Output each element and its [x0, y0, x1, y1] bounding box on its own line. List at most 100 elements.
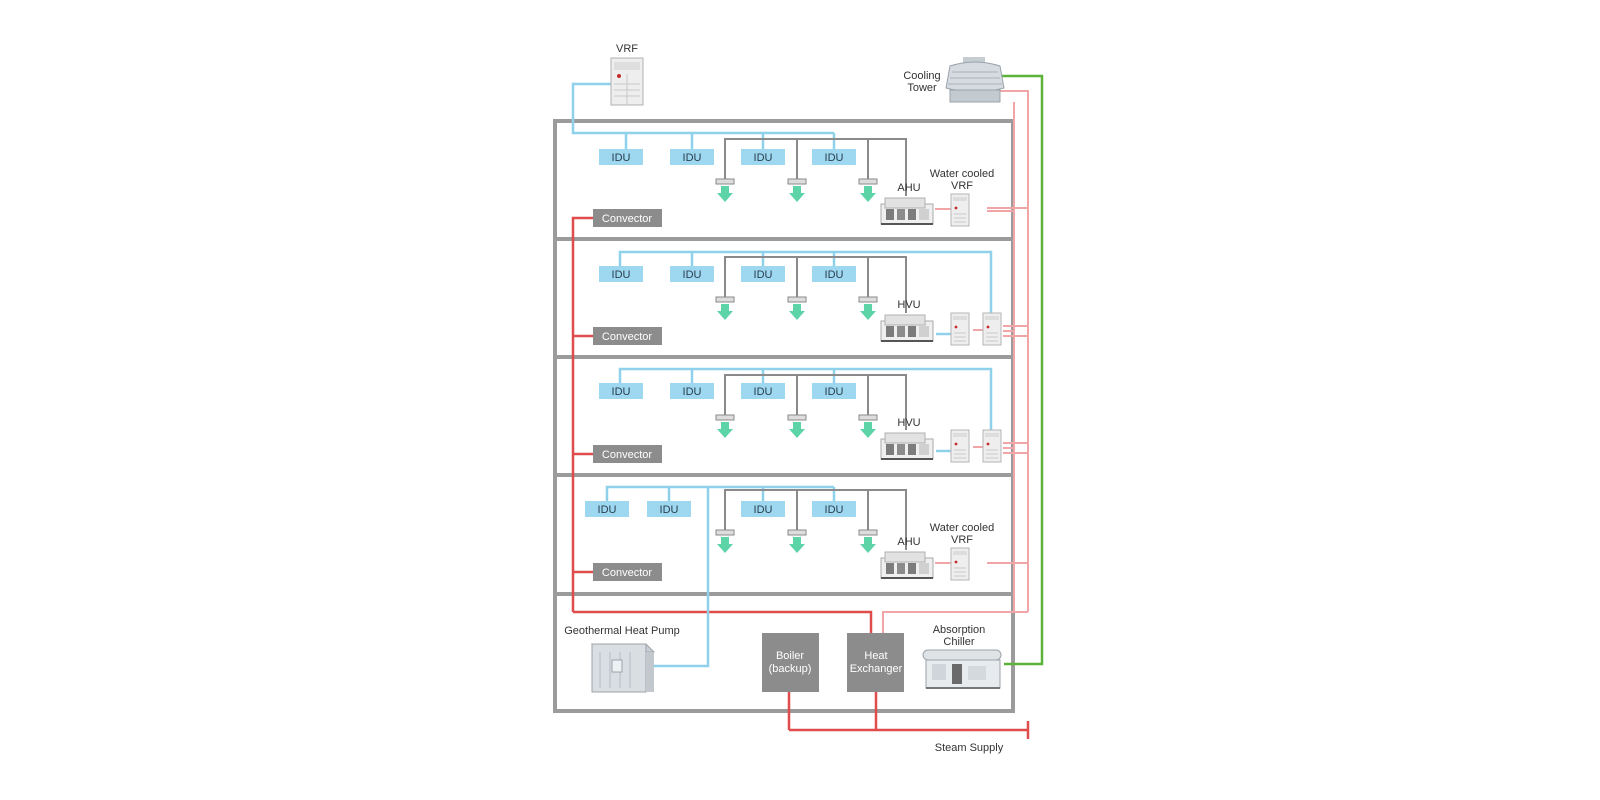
- floor-3-equipment: HVU: [880, 417, 1002, 463]
- svg-text:Absorption: Absorption: [933, 624, 986, 636]
- vrf-label: VRF: [616, 43, 638, 55]
- convector-box: Convector: [593, 327, 662, 345]
- idu-box: IDU: [647, 501, 691, 517]
- idu-box: IDU: [812, 383, 856, 399]
- absorption-chiller-icon: [922, 649, 1002, 689]
- ahu-label: AHU: [897, 536, 920, 548]
- air-diffuser-arrow-icon: [787, 414, 807, 439]
- air-handling-unit-icon: [880, 314, 934, 342]
- svg-text:IDU: IDU: [612, 152, 631, 164]
- idu-box: IDU: [599, 266, 643, 282]
- geothermal-label: Geothermal Heat Pump: [564, 625, 680, 637]
- outdoor-unit-icon: [950, 429, 970, 463]
- floor-1-equipment: AHU Water cooled VRF: [880, 168, 994, 227]
- svg-text:Convector: Convector: [602, 331, 652, 343]
- svg-text:Water cooled: Water cooled: [930, 522, 994, 534]
- air-diffuser-arrow-icon: [787, 529, 807, 554]
- outdoor-unit-icon: [982, 429, 1002, 463]
- air-diffuser-arrow-icon: [715, 529, 735, 554]
- cooling-tower: Cooling Tower: [903, 57, 1005, 103]
- air-diffuser-arrow-icon: [858, 529, 878, 554]
- air-diffuser-arrow-icon: [787, 296, 807, 321]
- idu-box: IDU: [741, 266, 785, 282]
- svg-text:IDU: IDU: [754, 504, 773, 516]
- svg-text:Exchanger: Exchanger: [850, 663, 903, 675]
- air-handling-unit-icon: [880, 551, 934, 579]
- heat-pump-icon: [590, 643, 656, 693]
- air-handling-unit-icon: [880, 197, 934, 225]
- idu-box: IDU: [812, 149, 856, 165]
- air-diffuser-arrow-icon: [715, 414, 735, 439]
- svg-text:IDU: IDU: [598, 504, 617, 516]
- outdoor-unit-icon: [982, 312, 1002, 346]
- svg-text:IDU: IDU: [612, 386, 631, 398]
- svg-text:IDU: IDU: [683, 386, 702, 398]
- convector-box: Convector: [593, 563, 662, 581]
- svg-text:Chiller: Chiller: [943, 636, 975, 648]
- idu-box: IDU: [812, 501, 856, 517]
- svg-text:Tower: Tower: [907, 82, 937, 94]
- svg-text:(backup): (backup): [769, 663, 812, 675]
- steam-supply-label: Steam Supply: [935, 742, 1004, 754]
- svg-text:IDU: IDU: [825, 386, 844, 398]
- outdoor-unit-icon: [950, 193, 970, 227]
- outdoor-unit-icon: [950, 547, 970, 581]
- idu-box: IDU: [741, 501, 785, 517]
- hvu-label: HVU: [897, 417, 920, 429]
- idu-box: IDU: [585, 501, 629, 517]
- svg-text:IDU: IDU: [683, 269, 702, 281]
- idu-box: IDU: [670, 266, 714, 282]
- floor-4-equipment: AHU Water cooled VRF: [880, 522, 994, 581]
- svg-text:Cooling: Cooling: [903, 70, 940, 82]
- svg-text:IDU: IDU: [825, 152, 844, 164]
- supply-ducts: [724, 138, 907, 550]
- idu-box: IDU: [812, 266, 856, 282]
- rooftop-vrf: VRF: [610, 43, 644, 106]
- svg-text:IDU: IDU: [683, 152, 702, 164]
- outdoor-unit-icon: [610, 57, 644, 106]
- svg-text:VRF: VRF: [951, 180, 973, 192]
- idu-box: IDU: [670, 383, 714, 399]
- heat-exchanger-box: Heat Exchanger: [847, 633, 904, 692]
- boiler-backup-box: Boiler (backup): [762, 633, 819, 692]
- basement-equipment: Geothermal Heat Pump Boiler (backup) Hea…: [564, 624, 1004, 754]
- air-diffuser-arrow-icon: [715, 178, 735, 203]
- svg-text:IDU: IDU: [612, 269, 631, 281]
- hvu-label: HVU: [897, 299, 920, 311]
- svg-text:Heat: Heat: [864, 650, 887, 662]
- idu-box: IDU: [670, 149, 714, 165]
- convector-box: Convector: [593, 445, 662, 463]
- air-diffuser-arrow-icon: [858, 296, 878, 321]
- svg-text:IDU: IDU: [825, 504, 844, 516]
- air-diffuser-arrow-icon: [858, 178, 878, 203]
- cooling-tower-icon: [945, 57, 1005, 103]
- air-handling-unit-icon: [880, 432, 934, 460]
- air-diffuser-arrow-icon: [715, 296, 735, 321]
- svg-text:VRF: VRF: [951, 534, 973, 546]
- floor-2-equipment: HVU: [880, 299, 1002, 346]
- convector-box: Convector: [593, 209, 662, 227]
- condenser-water-line: [995, 74, 1044, 666]
- convectors: Convector Convector Convector Convector: [593, 209, 662, 581]
- svg-text:IDU: IDU: [754, 269, 773, 281]
- svg-text:IDU: IDU: [754, 386, 773, 398]
- svg-text:IDU: IDU: [825, 269, 844, 281]
- idu-box: IDU: [599, 149, 643, 165]
- refrigerant-lines: [571, 82, 993, 668]
- air-diffuser-arrow-icon: [787, 178, 807, 203]
- hot-water-lines: [571, 216, 1030, 739]
- idu-box: IDU: [741, 149, 785, 165]
- svg-text:Convector: Convector: [602, 213, 652, 225]
- idu-box: IDU: [599, 383, 643, 399]
- cooling-water-lines: [882, 90, 1029, 633]
- svg-text:Water cooled: Water cooled: [930, 168, 994, 180]
- svg-text:Convector: Convector: [602, 567, 652, 579]
- ahu-label: AHU: [897, 182, 920, 194]
- svg-text:IDU: IDU: [660, 504, 679, 516]
- svg-text:IDU: IDU: [754, 152, 773, 164]
- svg-text:Boiler: Boiler: [776, 650, 804, 662]
- idu-units: IDU IDU IDU IDU IDU IDU IDU IDU IDU IDU …: [585, 149, 856, 517]
- svg-text:Convector: Convector: [602, 449, 652, 461]
- outdoor-unit-icon: [950, 312, 970, 346]
